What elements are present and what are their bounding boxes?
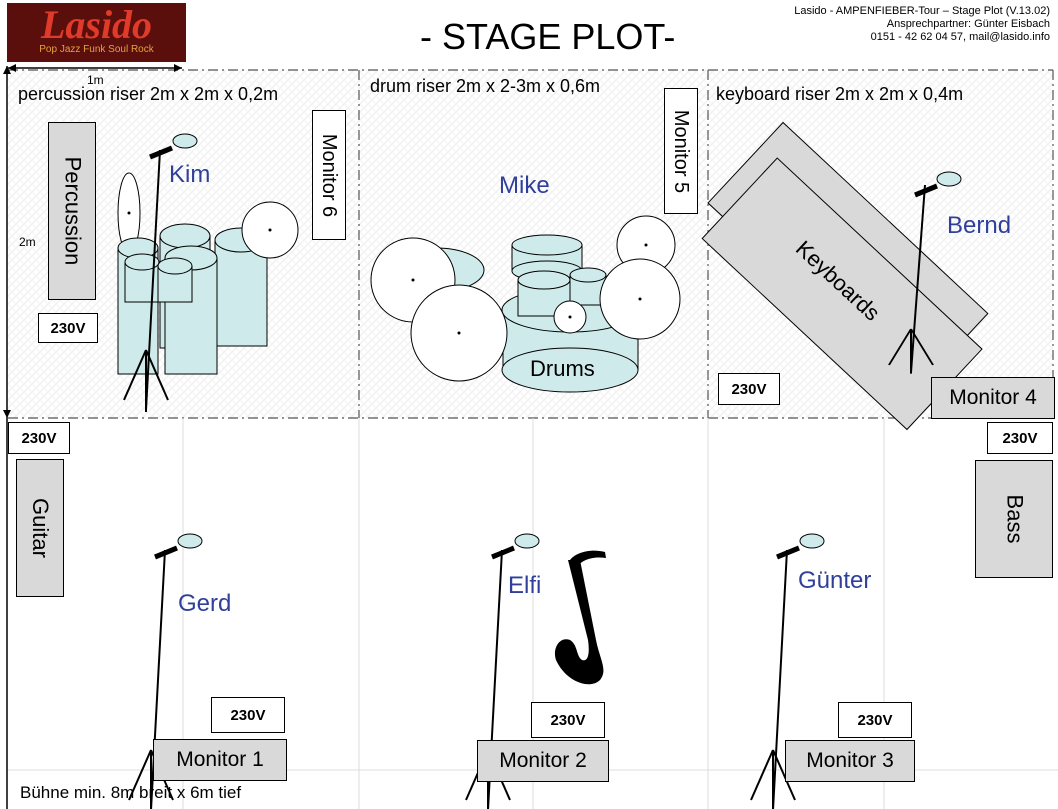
drum-riser-label: drum riser 2m x 2-3m x 0,6m <box>370 76 601 96</box>
info-line-2: Ansprechpartner: Günter Eisbach <box>886 18 1050 30</box>
power-outlet-gerd: 230V <box>211 697 285 733</box>
contact-info: Lasido - AMPENFIEBER-Tour – Stage Plot (… <box>794 5 1050 44</box>
saxophone-icon <box>554 550 606 685</box>
monitor-3: Monitor 3 <box>785 740 915 782</box>
guitar-label: Guitar <box>28 498 54 558</box>
monitor-2: Monitor 2 <box>477 740 609 782</box>
page-title: - STAGE PLOT- <box>420 16 676 57</box>
musician-gerd: Gerd <box>178 590 232 617</box>
monitor-5-label: Monitor 5 <box>670 109 693 193</box>
monitor-1: Monitor 1 <box>153 739 287 781</box>
monitor-3-label: Monitor 3 <box>806 749 894 772</box>
musician-elfi: Elfi <box>508 572 542 599</box>
monitor-4-label: Monitor 4 <box>949 386 1037 409</box>
power-outlet-bass: 230V <box>987 422 1053 454</box>
power-outlet-percussion: 230V <box>38 313 98 343</box>
monitor-6-label: Monitor 6 <box>318 133 341 217</box>
info-line-3: 0151 - 42 62 04 57, mail@lasido.info <box>870 31 1050 43</box>
power-outlet-guitar: 230V <box>8 422 70 454</box>
height-marker: 2m <box>19 235 36 249</box>
monitor-2-label: Monitor 2 <box>499 749 587 772</box>
musician-bernd: Bernd <box>947 212 1012 239</box>
monitor-4: Monitor 4 <box>931 377 1055 419</box>
percussion-box: Percussion <box>48 122 96 300</box>
monitor-6: Monitor 6 <box>312 110 346 240</box>
width-marker: 1m <box>87 73 104 87</box>
musician-kim: Kim <box>169 161 211 188</box>
guitar-box: Guitar <box>16 459 64 597</box>
power-outlet-gunter: 230V <box>838 702 912 738</box>
percussion-riser-label: percussion riser 2m x 2m x 0,2m <box>18 84 279 104</box>
keyboard-riser-label: keyboard riser 2m x 2m x 0,4m <box>716 84 964 104</box>
info-line-1: Lasido - AMPENFIEBER-Tour – Stage Plot (… <box>794 5 1050 17</box>
bass-label: Bass <box>1001 494 1027 544</box>
percussion-label: Percussion <box>60 156 85 266</box>
power-outlet-keyboard: 230V <box>718 373 780 405</box>
musician-gunter: Günter <box>798 567 872 594</box>
bass-box: Bass <box>975 460 1053 578</box>
logo-subtext: Pop Jazz Funk Soul Rock <box>39 44 154 55</box>
monitor-1-label: Monitor 1 <box>176 748 264 771</box>
drums-label: Drums <box>530 356 595 381</box>
monitor-5: Monitor 5 <box>664 88 698 214</box>
stage-size-note: Bühne min. 8m breit x 6m tief <box>20 783 242 802</box>
power-outlet-elfi: 230V <box>531 702 605 738</box>
musician-mike: Mike <box>499 172 550 199</box>
logo: Lasido Pop Jazz Funk Soul Rock <box>7 2 186 62</box>
logo-text: Lasido <box>40 2 153 47</box>
